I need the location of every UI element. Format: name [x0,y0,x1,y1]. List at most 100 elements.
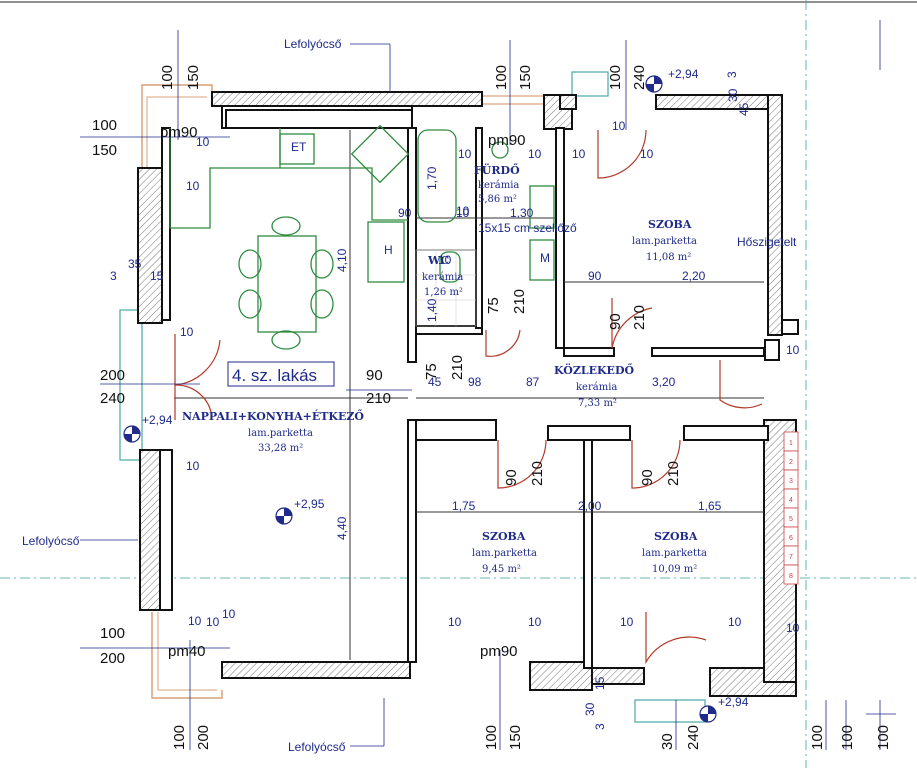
dim-90-hall: 90 [366,367,383,384]
room-bath-area: 5,86 m² [478,194,517,205]
dim-100-k: 100 [839,725,856,750]
dim-90-door-ne: 90 [607,313,624,330]
kitchen-furniture [169,124,410,350]
dim-45-tr: 45 [737,102,751,116]
sill-label-s: pm90 [480,643,518,660]
dim-30-i: 30 [659,733,676,750]
stair-step-number: 2 [789,459,793,466]
dim-3-s: 3 [593,723,607,730]
room-bath-name: FÜRDŐ [474,163,520,177]
dim-90-s2: 90 [639,469,656,486]
room-ne-name: SZOBA [648,218,692,231]
dim-90-bath: 90 [398,206,412,220]
dim-10-right: 10 [786,343,800,357]
offset-10-label: 10 [640,147,654,161]
elev-marker-center [275,507,293,525]
dim-200-e: 200 [100,367,125,384]
dim-30-s: 30 [583,702,597,716]
heat-insulation-label: Hőszigetelt [737,235,797,249]
offset-10-label: 10 [728,615,742,629]
dim-210-hall2: 210 [449,355,466,380]
dim-100-a: 100 [159,65,176,90]
stair-step-number: 7 [789,554,793,561]
elev-marker-ne [645,75,663,93]
elev-marker-s [699,705,717,723]
stair-step-number: 5 [789,516,793,523]
offset-10-label: 10 [612,119,626,133]
dim-45-hall: 45 [428,375,442,389]
dim-200-f: 200 [100,650,125,667]
dim-150-b: 150 [92,142,117,159]
elev-label-ne: +2,94 [668,67,699,81]
offset-10-label: 10 [458,147,472,161]
elev-label-w: +2,94 [142,413,173,427]
dim-100-h: 100 [483,725,500,750]
offset-10-label: 10 [620,615,634,629]
sill-label-sw: pm40 [168,643,206,660]
room-bath-floor: kerámia [478,180,519,191]
dim-1-30: 1,30 [510,206,534,220]
stair-step-number: 1 [789,440,793,447]
vent-label: 15x15 cm szellőző [478,221,577,235]
offset-10-label: 10 [786,621,800,635]
drain-label-left: Lefolyócső [22,534,80,548]
dim-100-f: 100 [100,625,125,642]
doors [174,129,763,665]
offset-10-label: 10 [572,147,586,161]
room-hall-name: KÖZLEKEDŐ [554,363,634,377]
dim-1-70: 1,70 [425,166,439,190]
dim-75-wc: 75 [485,297,502,314]
dimension-texts-large: 100 150 100 150 100 150 100 240 200 240 … [92,65,892,750]
dim-4-40: 4,40 [335,516,349,540]
offset-10-label: 10 [186,179,200,193]
offset-10-label: 10 [222,607,236,621]
elev-marker-w [123,425,141,443]
dim-210-door-ne: 210 [631,305,648,330]
offset-10-label: 10 [456,204,470,218]
stair-step-number: 4 [789,497,793,504]
dim-35-w: 35 [128,257,142,271]
dim-1-65: 1,65 [698,499,722,513]
room-ne-area: 11,08 m² [646,252,691,263]
dim-240-i: 240 [685,725,702,750]
offset-10-label: 10 [186,459,200,473]
offset-10-label: 10 [206,615,220,629]
stair-step-number: 3 [789,478,793,485]
offset-10-label: 10 [528,147,542,161]
dim-210-s1: 210 [529,461,546,486]
dim-87: 87 [526,375,540,389]
stair-step-number: 6 [789,535,793,542]
room-hall-area: 7,33 m² [578,398,617,409]
dim-210-s2: 210 [665,461,682,486]
dim-3-20: 3,20 [652,375,676,389]
room-s2-floor: lam.parketta [642,548,707,559]
room-s2-area: 10,09 m² [652,564,697,575]
offset-10-label: 10 [196,135,210,149]
drain-label-top: Lefolyócső [284,37,342,51]
dim-90-ne: 90 [588,269,602,283]
dim-15-w: 15 [150,269,164,283]
dim-100-d: 100 [493,65,510,90]
room-hall-floor: kerámia [576,382,617,393]
offset-10-label: 10 [188,614,202,628]
dim-15-s: 15 [593,676,607,690]
dim-100-l: 100 [875,725,892,750]
dim-210-hall: 210 [366,390,391,407]
offset-10-label: 10 [528,615,542,629]
dimension-lines [80,20,896,750]
appliance-h-label: H [384,243,393,257]
room-labels: NAPPALI+KONYHA+ÉTKEZŐ lam.parketta 33,28… [182,163,707,575]
dim-2-00: 2,00 [578,499,602,513]
dim-100-g: 100 [171,725,188,750]
offset-10-label: 10 [448,615,462,629]
elevation-markers [123,75,717,723]
dim-240-e: 240 [100,390,125,407]
bath-tile-grid [415,249,477,327]
dim-2-20: 2,20 [682,269,706,283]
room-wc-name: WC [427,254,449,267]
dim-30-tr: 30 [726,88,740,102]
dim-4-10: 4,10 [335,248,349,272]
